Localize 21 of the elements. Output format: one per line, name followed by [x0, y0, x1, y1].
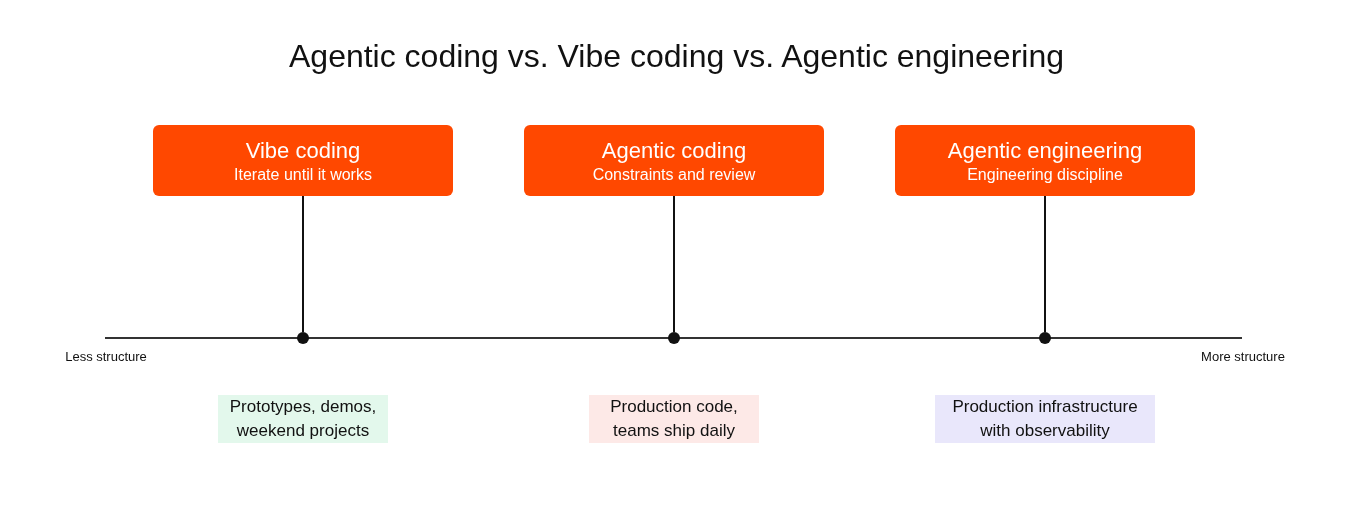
timeline-dot	[668, 332, 680, 344]
timeline-dot	[297, 332, 309, 344]
diagram-title: Agentic coding vs. Vibe coding vs. Agentic engineering	[289, 38, 1064, 74]
connector-line	[673, 195, 675, 333]
timeline-dot	[1039, 332, 1051, 344]
use-case-text: Production infrastructure with observability	[935, 395, 1155, 443]
box-heading: Agentic engineering	[947, 136, 1143, 164]
use-case-text: Production code, teams ship daily	[589, 395, 759, 443]
box-subtitle: Iterate until it works	[234, 164, 372, 185]
stage-box	[153, 125, 453, 196]
use-case-text: Prototypes, demos, weekend projects	[218, 395, 388, 443]
box-subtitle: Engineering discipline	[967, 164, 1123, 185]
stage-box	[895, 125, 1195, 196]
connector-line	[302, 195, 304, 333]
connector-line	[1044, 195, 1046, 333]
box-subtitle: Constraints and review	[592, 164, 756, 185]
box-heading: Vibe coding	[245, 136, 361, 164]
box-heading: Agentic coding	[601, 136, 747, 164]
stage-box	[524, 125, 824, 196]
axis-end-label: Less structure	[65, 349, 147, 364]
axis-end-label: More structure	[1201, 349, 1285, 364]
